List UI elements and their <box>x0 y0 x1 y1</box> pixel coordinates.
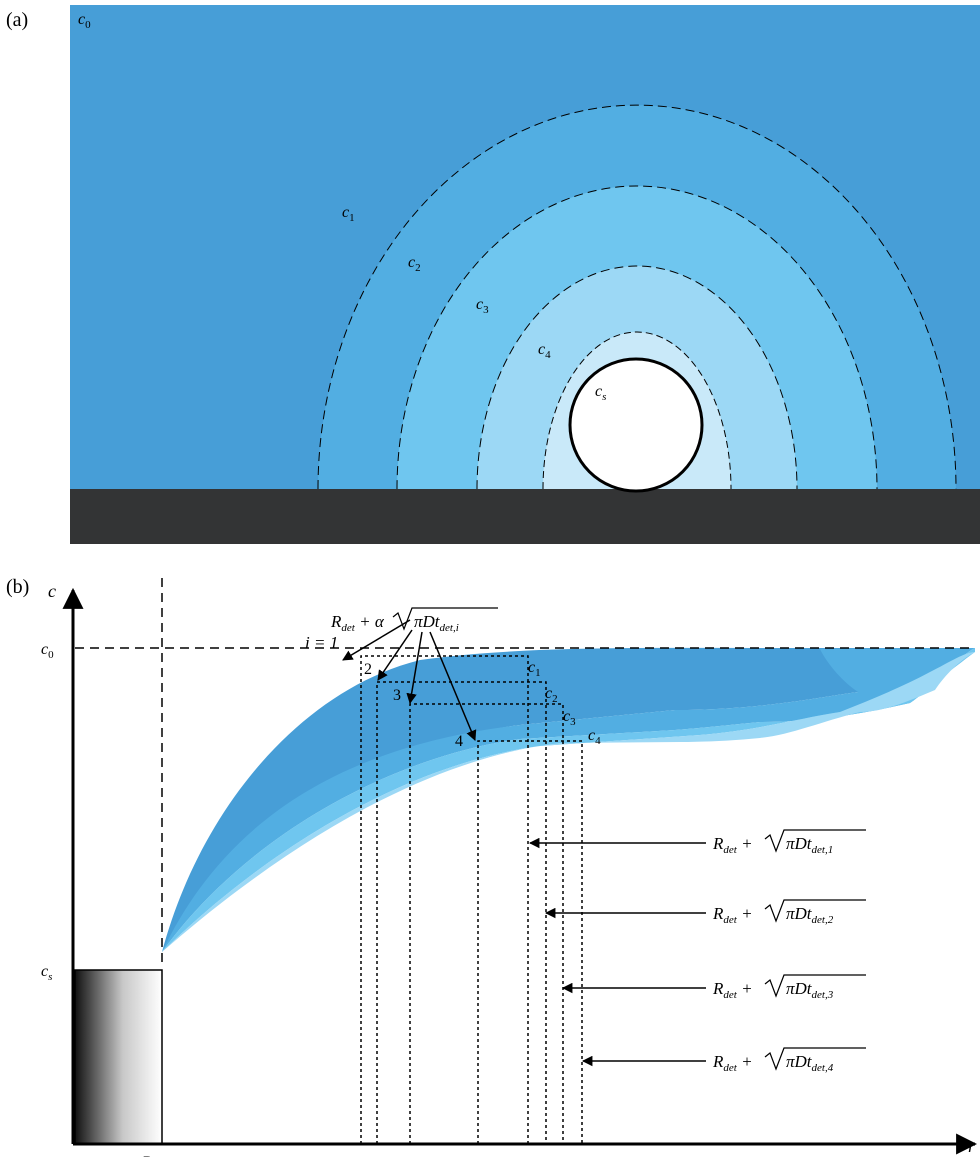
c3-boundary <box>476 265 798 490</box>
label-c2: c2 <box>408 254 421 274</box>
formula-det-2: Rdet + πDtdet,2 <box>712 899 866 926</box>
detection-box-4 <box>477 740 583 1144</box>
svg-text:πDtdet,3: πDtdet,3 <box>786 979 834 1001</box>
formula-arrow-2 <box>377 629 413 681</box>
detection-box-3 <box>409 703 564 1144</box>
detection-box-2 <box>376 681 547 1144</box>
curve-label-c4: c4 <box>588 727 601 747</box>
tick-c0: c0 <box>41 641 54 661</box>
panel-a: (a) c0 c1 c2 c3 c4 cs <box>6 5 980 544</box>
index-label-4: 4 <box>455 733 463 750</box>
curve-label-c2: c2 <box>545 685 558 705</box>
svg-text:Rdet + α: Rdet + α <box>330 612 385 634</box>
label-c1: c1 <box>342 204 355 224</box>
index-label-1: i = 1 <box>305 633 338 652</box>
radical-sign <box>392 607 498 631</box>
label-c0: c0 <box>78 11 91 31</box>
c4-boundary <box>542 331 732 490</box>
index-label-3: 3 <box>393 687 401 704</box>
formula-arrows <box>342 619 477 741</box>
x-axis-label: r <box>968 1136 976 1156</box>
label-c3: c3 <box>476 296 489 316</box>
right-arrows <box>528 837 706 1067</box>
detection-box-1 <box>360 655 529 1144</box>
svg-text:πDtdet,4: πDtdet,4 <box>786 1052 834 1074</box>
svg-text:πDtdet,2: πDtdet,2 <box>786 904 834 926</box>
curve-label-c1: c1 <box>528 659 541 679</box>
profile-band-c1 <box>162 647 975 952</box>
profile-band-c4 <box>162 652 975 952</box>
index-label-2: 2 <box>364 661 372 678</box>
tick-rdet: Rdet <box>141 1154 166 1157</box>
formula-det-1: Rdet + πDtdet,1 <box>712 829 866 856</box>
substrate <box>70 489 980 544</box>
profile-band-c2 <box>162 648 975 952</box>
formula-arrow-3 <box>406 631 423 705</box>
bubble <box>568 357 704 493</box>
c2-boundary <box>396 185 878 490</box>
svg-text:πDtdet,1: πDtdet,1 <box>786 834 833 856</box>
y-axis-label: c <box>48 581 56 601</box>
c1-boundary <box>317 104 957 490</box>
formula-arrow-4 <box>429 631 477 741</box>
bubble-region-bar <box>74 969 163 1145</box>
label-c4: c4 <box>538 341 551 361</box>
label-cs: cs <box>595 383 606 403</box>
panel-b: (b) c r c0 cs Rdet Rdet + α πDtdet, <box>6 576 978 1157</box>
profile-band-c3 <box>162 648 975 952</box>
top-formula: Rdet + α πDtdet,i <box>330 607 498 634</box>
formula-arrow-1 <box>342 619 411 661</box>
svg-text:Rdet +: Rdet + <box>712 834 757 856</box>
tick-cs: cs <box>41 963 52 983</box>
formula-det-4: Rdet + πDtdet,4 <box>712 1047 866 1074</box>
formula-det-3: Rdet + πDtdet,3 <box>712 974 866 1001</box>
curve-label-c3: c3 <box>563 708 576 728</box>
panel-b-label: (b) <box>6 576 29 598</box>
svg-text:πDtdet,i: πDtdet,i <box>414 612 459 634</box>
svg-text:Rdet +: Rdet + <box>712 979 757 1001</box>
svg-text:Rdet +: Rdet + <box>712 904 757 926</box>
svg-text:Rdet +: Rdet + <box>712 1052 757 1074</box>
panel-a-label: (a) <box>6 9 28 31</box>
detection-boxes <box>360 655 583 1144</box>
